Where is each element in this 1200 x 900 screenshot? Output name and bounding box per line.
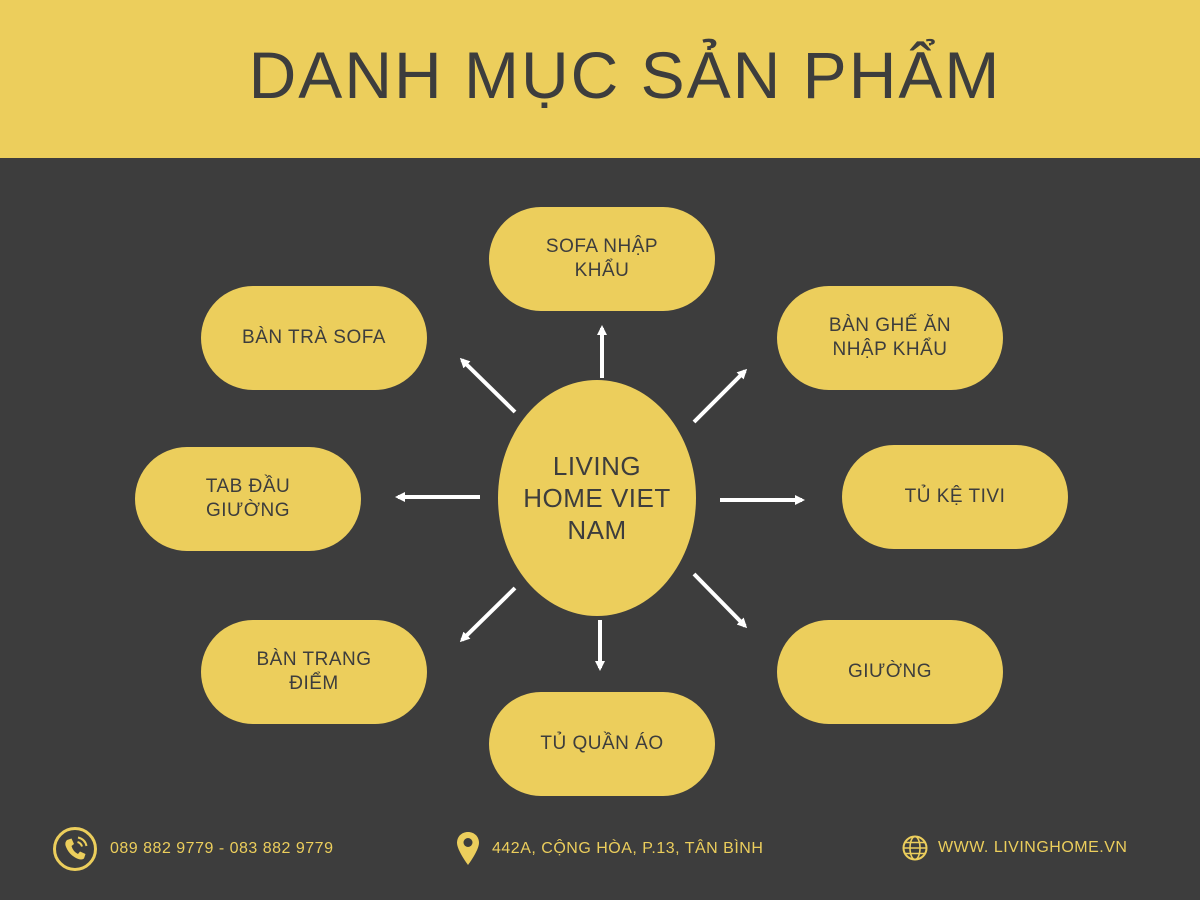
header-banner: DANH MỤC SẢN PHẨM: [0, 0, 1200, 158]
category-tab-dau-giuong: TAB ĐẦU GIƯỜNG: [135, 447, 361, 551]
arrow-to-ban-tra-sofa: [459, 357, 517, 414]
arrow-to-ban-trang-diem: [459, 586, 517, 643]
category-sofa-nhap-khau: SOFA NHẬP KHẨU: [489, 207, 715, 311]
arrow-to-giuong: [692, 572, 748, 629]
footer-website: WWW. LIVINGHOME.VN: [902, 835, 1127, 861]
footer-phone: 089 882 9779 - 083 882 9779: [52, 826, 333, 872]
category-ban-trang-diem: BÀN TRANG ĐIỂM: [201, 620, 427, 724]
address-text: 442A, CỘNG HÒA, P.13, TÂN BÌNH: [492, 840, 764, 857]
brand-center-node: LIVING HOME VIET NAM: [498, 380, 696, 616]
phone-icon: [53, 827, 97, 871]
category-tu-ke-tivi: TỦ KỆ TIVI: [842, 445, 1068, 549]
page-title: DANH MỤC SẢN PHẨM: [248, 38, 1002, 112]
category-giuong: GIƯỜNG: [777, 620, 1003, 724]
category-ban-ghe-an-nhap-khau: BÀN GHẾ ĂN NHẬP KHẨU: [777, 286, 1003, 390]
category-tu-quan-ao: TỦ QUẦN ÁO: [489, 692, 715, 796]
location-pin-icon: [457, 832, 479, 865]
footer-address: 442A, CỘNG HÒA, P.13, TÂN BÌNH: [456, 831, 763, 867]
website-url: WWW. LIVINGHOME.VN: [938, 839, 1128, 856]
phone-number: 089 882 9779 - 083 882 9779: [110, 840, 334, 857]
arrow-to-ban-ghe-an: [692, 368, 748, 424]
globe-icon: [902, 835, 928, 861]
category-ban-tra-sofa: BÀN TRÀ SOFA: [201, 286, 427, 390]
